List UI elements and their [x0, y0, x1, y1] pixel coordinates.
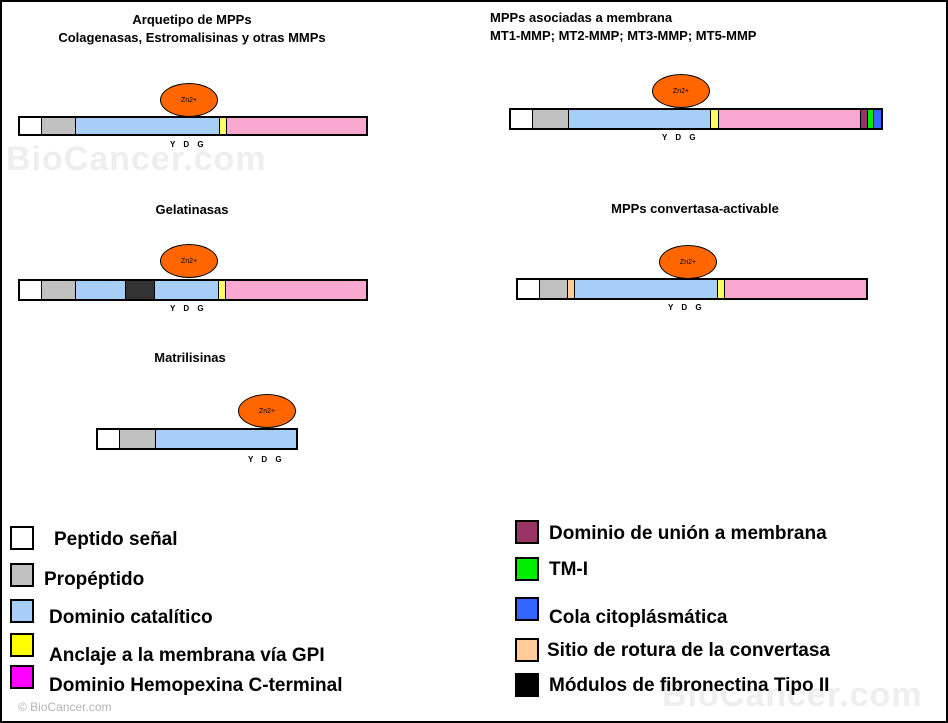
propeptide-segment	[533, 110, 569, 128]
cytoplasmic-swatch	[515, 597, 539, 621]
signal-peptide-segment	[511, 110, 533, 128]
gelatinase-domain-bar	[18, 279, 368, 301]
cytoplasmic-tail-segment	[874, 110, 881, 128]
legend-convertase: Sitio de rotura de la convertasa	[515, 638, 830, 662]
legend-label: Dominio de unión a membrana	[549, 523, 827, 544]
legend-label: Propéptido	[44, 569, 145, 590]
propeptide-segment	[120, 430, 156, 448]
motif-label: Y D G	[170, 140, 207, 149]
watermark-logo-bottom: BioCancer.com	[662, 676, 923, 714]
catalytic-segment	[76, 118, 220, 134]
convertase-swatch	[515, 638, 539, 662]
propeptide-segment	[540, 280, 568, 298]
legend-label: Cola citoplásmática	[549, 607, 728, 628]
gpi-swatch	[10, 633, 34, 657]
zinc-ion: Zn2+	[652, 74, 710, 108]
membrane-domain-bar	[509, 108, 883, 130]
catalytic-segment	[76, 281, 126, 299]
convertase-title: MPPs convertasa-activable	[611, 201, 779, 216]
legend-label: Sitio de rotura de la convertasa	[547, 640, 830, 661]
signal-peptide-segment	[518, 280, 540, 298]
catalytic-segment	[575, 280, 718, 298]
legend-hemopexin: Dominio Hemopexina C-terminal	[10, 665, 343, 697]
hemopexin-segment	[226, 281, 366, 299]
watermark-logo-top: BioCancer.com	[6, 140, 267, 178]
gelatinases-title: Gelatinasas	[155, 202, 229, 217]
propeptide-segment	[42, 118, 76, 134]
zinc-ion: Zn2+	[659, 245, 717, 279]
signal-peptide-segment	[98, 430, 120, 448]
catalytic-segment	[156, 430, 296, 448]
propeptide-swatch	[10, 563, 34, 587]
legend-cytoplasmic: Cola citoplásmática	[515, 597, 727, 629]
hemopexin-segment	[725, 280, 866, 298]
motif-label: Y D G	[668, 303, 705, 312]
signal-peptide-swatch	[10, 526, 34, 550]
tm-segment	[868, 110, 874, 128]
hinge-segment	[711, 110, 719, 128]
archetype-domain-bar	[18, 116, 368, 136]
catalytic-segment	[569, 110, 711, 128]
catalytic-segment	[155, 281, 219, 299]
motif-label: Y D G	[662, 133, 699, 142]
archetype-title-line1: Arquetipo de MPPs	[132, 12, 252, 27]
zinc-ion: Zn2+	[160, 244, 218, 278]
legend-gpi: Anclaje a la membrana vía GPI	[10, 633, 325, 667]
matrilysin-domain-bar	[96, 428, 298, 450]
zinc-ion: Zn2+	[160, 83, 218, 117]
legend-catalytic: Dominio catalítico	[10, 599, 213, 629]
legend-label: Dominio catalítico	[49, 607, 213, 628]
membrane-binding-swatch	[515, 520, 539, 544]
membrane-binding-segment	[861, 110, 868, 128]
signal-peptide-segment	[20, 281, 42, 299]
hinge-segment	[219, 281, 226, 299]
motif-label: Y D G	[170, 304, 207, 313]
membrane-title-line1: MPPs asociadas a membrana	[490, 10, 673, 25]
hemopexin-segment	[227, 118, 366, 134]
legend-label: Dominio Hemopexina C-terminal	[49, 675, 343, 696]
legend-signal-peptide: Peptido señal	[10, 526, 178, 551]
hemopexin-swatch	[10, 665, 34, 689]
membrane-title-line2: MT1-MMP; MT2-MMP; MT3-MMP; MT5-MMP	[490, 28, 757, 43]
propeptide-segment	[42, 281, 76, 299]
matrilysins-title: Matrilisinas	[154, 350, 226, 365]
legend-membrane-binding: Dominio de unión a membrana	[515, 520, 827, 545]
convertase-site-segment	[568, 280, 575, 298]
catalytic-swatch	[10, 599, 34, 623]
hinge-segment	[718, 280, 725, 298]
legend-propeptide: Propéptido	[10, 563, 144, 591]
copyright-watermark: © BioCancer.com	[18, 700, 112, 714]
legend-label: Módulos de fibronectina Tipo II	[549, 675, 830, 696]
tm-swatch	[515, 557, 539, 581]
legend-label: Anclaje a la membrana vía GPI	[49, 645, 325, 666]
zinc-ion: Zn2+	[238, 394, 296, 428]
archetype-title-line2: Colagenasas, Estromalisinas y otras MMPs	[58, 30, 326, 45]
legend-fibronectin: Módulos de fibronectina Tipo II	[515, 673, 829, 697]
fibronectin-swatch	[515, 673, 539, 697]
hinge-segment	[220, 118, 227, 134]
legend-label: Peptido señal	[54, 529, 178, 550]
legend-label: TM-I	[549, 559, 589, 580]
convertase-domain-bar	[516, 278, 868, 300]
hemopexin-segment	[719, 110, 861, 128]
legend-tm: TM-I	[515, 557, 588, 581]
fibronectin-segment	[126, 281, 155, 299]
motif-label: Y D G	[248, 455, 285, 464]
signal-peptide-segment	[20, 118, 42, 134]
